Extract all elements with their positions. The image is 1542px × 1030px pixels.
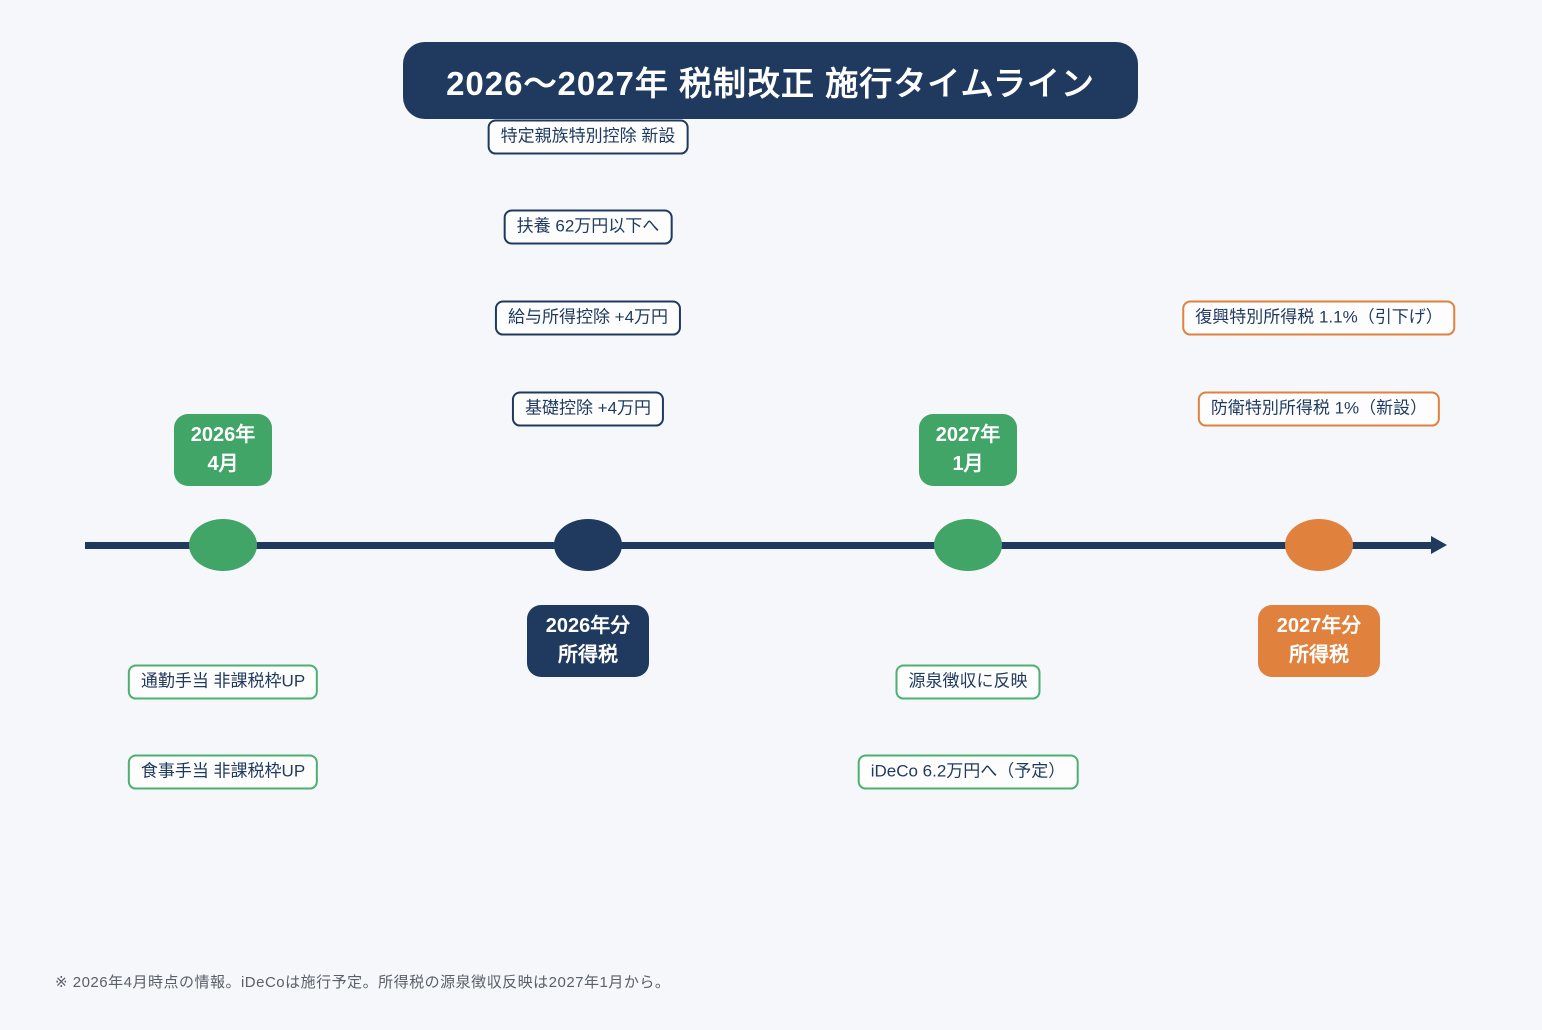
callout-tokutei-shinzoku-kojo: 特定親族特別控除 新設 xyxy=(487,119,689,155)
title-banner: 2026〜2027年 税制改正 施行タイムライン xyxy=(403,42,1138,119)
callout-tsukin-teate: 通勤手当 非課税枠UP xyxy=(127,664,319,700)
page-title: 2026〜2027年 税制改正 施行タイムライン xyxy=(446,64,1095,102)
timeline-node-2027-income-tax xyxy=(1285,519,1353,571)
callout-fuyo-62man: 扶養 62万円以下へ xyxy=(503,209,673,245)
milestone-chip-2026-04: 2026年 4月 xyxy=(174,414,272,486)
timeline-node-2026-04 xyxy=(189,519,257,571)
callout-kyuyo-shotoku-kojo: 給与所得控除 +4万円 xyxy=(494,300,682,336)
footnote: ※ 2026年4月時点の情報。iDeCoは施行予定。所得税の源泉徴収反映は202… xyxy=(55,974,671,991)
timeline-arrowhead-icon xyxy=(1431,536,1447,554)
callout-gensen-choshu: 源泉徴収に反映 xyxy=(895,664,1041,700)
timeline-node-2027-01 xyxy=(934,519,1002,571)
callout-fukko-tokubetsu-shotokuzei: 復興特別所得税 1.1%（引下げ） xyxy=(1182,300,1456,336)
callout-ideco: iDeCo 6.2万円へ（予定） xyxy=(857,754,1079,790)
timeline-node-2026-income-tax xyxy=(554,519,622,571)
timeline-axis xyxy=(85,542,1435,549)
callout-shokuji-teate: 食事手当 非課税枠UP xyxy=(127,754,319,790)
milestone-chip-2026-income-tax: 2026年分 所得税 xyxy=(527,605,649,677)
milestone-chip-2027-01: 2027年 1月 xyxy=(919,414,1017,486)
callout-boei-tokubetsu-shotokuzei: 防衛特別所得税 1%（新設） xyxy=(1197,391,1441,427)
callout-kiso-kojo: 基礎控除 +4万円 xyxy=(511,391,665,427)
milestone-chip-2027-income-tax: 2027年分 所得税 xyxy=(1258,605,1380,677)
